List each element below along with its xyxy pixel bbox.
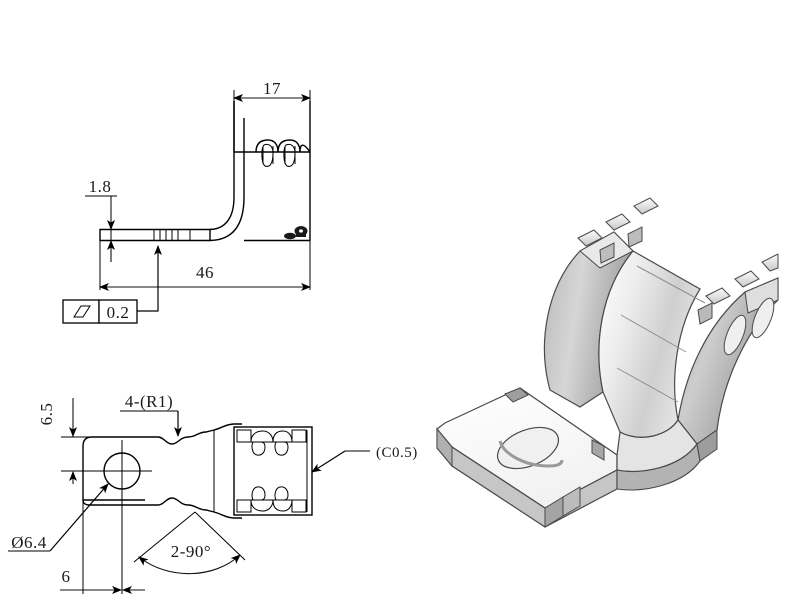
side-view-part-outline bbox=[99, 101, 311, 242]
dim-label-1-8: 1.8 bbox=[89, 177, 112, 196]
callout-4-r1: 4-(R1) bbox=[120, 392, 182, 437]
iso-saddle-right-arm bbox=[677, 277, 779, 445]
plan-view-neck bbox=[213, 423, 242, 519]
dimension-length-46: 46 bbox=[99, 240, 311, 291]
dim-label-6-5: 6.5 bbox=[37, 403, 56, 426]
callout-label-diameter: Ø6.4 bbox=[11, 533, 47, 552]
callout-label-4-r1: 4-(R1) bbox=[125, 392, 173, 411]
gdt-feature-control-frame: 0.2 bbox=[62, 245, 162, 324]
serration-ticks bbox=[153, 230, 191, 240]
dimension-thickness-1-8: 1.8 bbox=[85, 177, 117, 262]
iso-fingers-left bbox=[577, 197, 659, 264]
callout-diameter-6-4: Ø6.4 bbox=[8, 483, 109, 552]
plan-view: 6.5 4-(R1) (C0.5) Ø6.4 6 bbox=[8, 392, 418, 594]
side-elevation-view: 17 1.8 46 0.2 bbox=[62, 79, 311, 324]
teeth-row-bottom bbox=[236, 486, 307, 513]
dim-label-17: 17 bbox=[263, 79, 281, 98]
callout-label-c0-5: (C0.5) bbox=[376, 445, 418, 461]
dim-label-6: 6 bbox=[62, 567, 71, 586]
dim-label-angle: 2-90° bbox=[171, 542, 211, 561]
dim-label-46: 46 bbox=[196, 263, 214, 282]
parallelism-symbol bbox=[73, 305, 91, 318]
gdt-tolerance-value: 0.2 bbox=[107, 303, 130, 322]
teeth-row-top bbox=[236, 429, 307, 456]
dimension-width-17: 17 bbox=[233, 79, 311, 102]
dimension-angle-2-90: 2-90° bbox=[133, 511, 246, 575]
iso-bend-foot bbox=[616, 418, 718, 491]
isometric-3d-view bbox=[436, 197, 779, 528]
callout-c0-5: (C0.5) bbox=[311, 445, 418, 473]
iso-fingers-right bbox=[697, 253, 779, 325]
dimension-6-5: 6.5 bbox=[37, 398, 100, 484]
dimension-6: 6 bbox=[60, 500, 145, 594]
small-detail-features bbox=[284, 226, 308, 240]
